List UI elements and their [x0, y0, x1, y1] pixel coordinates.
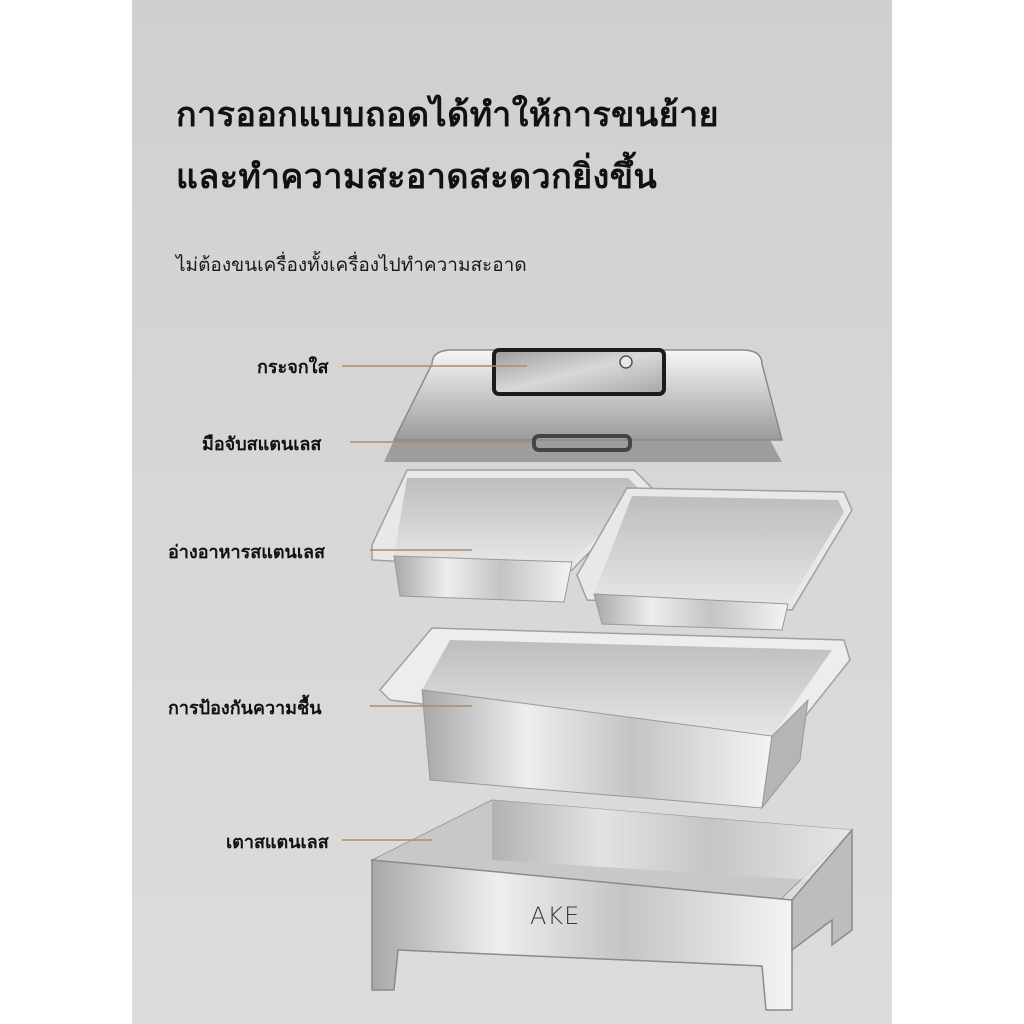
headline-line-2: และทำความสะอาดสะดวกยิ่งขึ้น [176, 157, 658, 197]
part-label-glass: กระจกใส [257, 357, 329, 378]
glass-lid [384, 348, 783, 462]
part-label-water-pan: การป้องกันความชื้น [168, 698, 322, 719]
part-label-stand: เตาสแตนเลส [226, 832, 329, 853]
leader-lines [342, 365, 532, 841]
subheadline: ไม่ต้องขนเครื่องทั้งเครื่องไปทำความสะอาด [176, 254, 527, 276]
food-pans [371, 469, 853, 631]
water-pan [378, 627, 851, 810]
part-label-handle: มือจับสแตนเลส [202, 434, 322, 455]
product-panel: การออกแบบถอดได้ทำให้การขนย้าย และทำความส… [132, 0, 892, 1024]
headline: การออกแบบถอดได้ทำให้การขนย้าย และทำความส… [176, 84, 719, 208]
headline-line-1: การออกแบบถอดได้ทำให้การขนย้าย [176, 95, 720, 135]
stainless-stand [370, 799, 854, 1011]
part-label-food-pan: อ่างอาหารสแตนเลส [168, 542, 326, 563]
chafing-dish-illustration [342, 348, 854, 1011]
brand-logo: AKE [530, 902, 581, 930]
